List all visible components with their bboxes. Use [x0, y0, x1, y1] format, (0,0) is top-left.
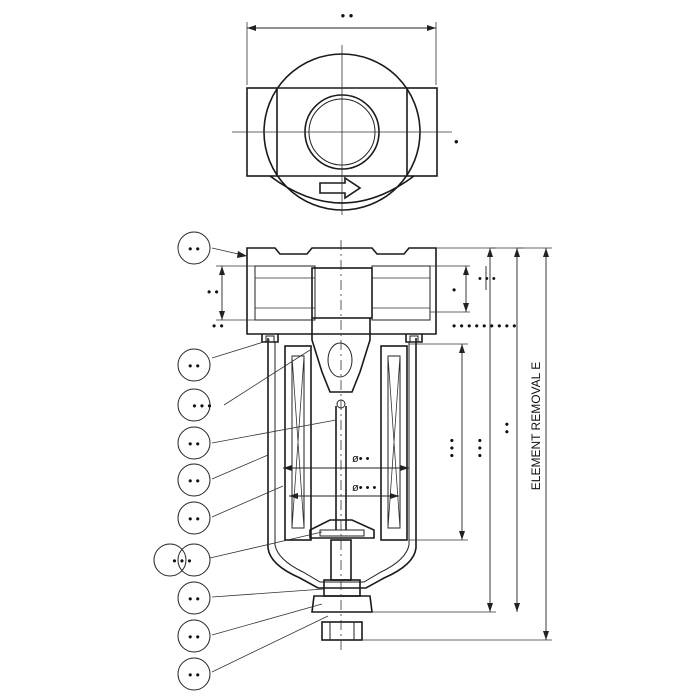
callout-6: • •	[177, 501, 211, 535]
callout-1: • •	[177, 231, 211, 265]
svg-text:• •: • •	[188, 630, 200, 644]
callout-9: • •	[177, 619, 211, 653]
diameter-1-label: ø• •	[352, 453, 370, 465]
svg-text:• •: • •	[188, 668, 200, 682]
head-right-dim-row: • • • • • • • • •	[452, 319, 516, 333]
svg-text:• •: • •	[188, 512, 200, 526]
overall-dim-1-label: • • •	[473, 438, 487, 457]
svg-text:• • •: • • •	[172, 554, 191, 568]
overall-dim-2-label: • •	[500, 422, 514, 434]
diameter-2-label: ø• • •	[352, 482, 377, 494]
front-view: ø• • ø• • • • • • • • • • • • • • • • • …	[207, 240, 552, 650]
svg-text:• •: • •	[188, 437, 200, 451]
top-view: • • •	[232, 8, 459, 215]
callout-3: • • •	[177, 388, 212, 422]
svg-text:• • •: • • •	[192, 399, 211, 413]
element-height-label: • • •	[445, 438, 459, 457]
callout-4: • •	[177, 426, 211, 460]
top-width-label: • •	[341, 8, 354, 23]
svg-text:• •: • •	[188, 242, 200, 256]
right-port-dim-label-1: • • •	[478, 273, 496, 285]
callout-8: • •	[177, 581, 211, 615]
svg-text:• •: • •	[188, 359, 200, 373]
top-centerline-label: •	[454, 134, 459, 149]
callouts: • • • • • • • • • • • • • • • •	[153, 231, 337, 691]
right-port-dim-label-2: •	[452, 283, 456, 297]
callout-5: • •	[177, 463, 211, 497]
svg-text:• •: • •	[188, 474, 200, 488]
element-removal-label: ELEMENT REMOVAL E	[529, 362, 543, 490]
callout-2: • •	[177, 348, 211, 382]
left-port-dim-label: • •	[207, 285, 219, 299]
flow-arrow-icon	[319, 176, 362, 200]
svg-text:• •: • •	[188, 592, 200, 606]
callout-10: • •	[177, 657, 211, 691]
callout-7: • • •	[153, 543, 211, 577]
head-bottom-dim-label: • •	[212, 319, 224, 333]
